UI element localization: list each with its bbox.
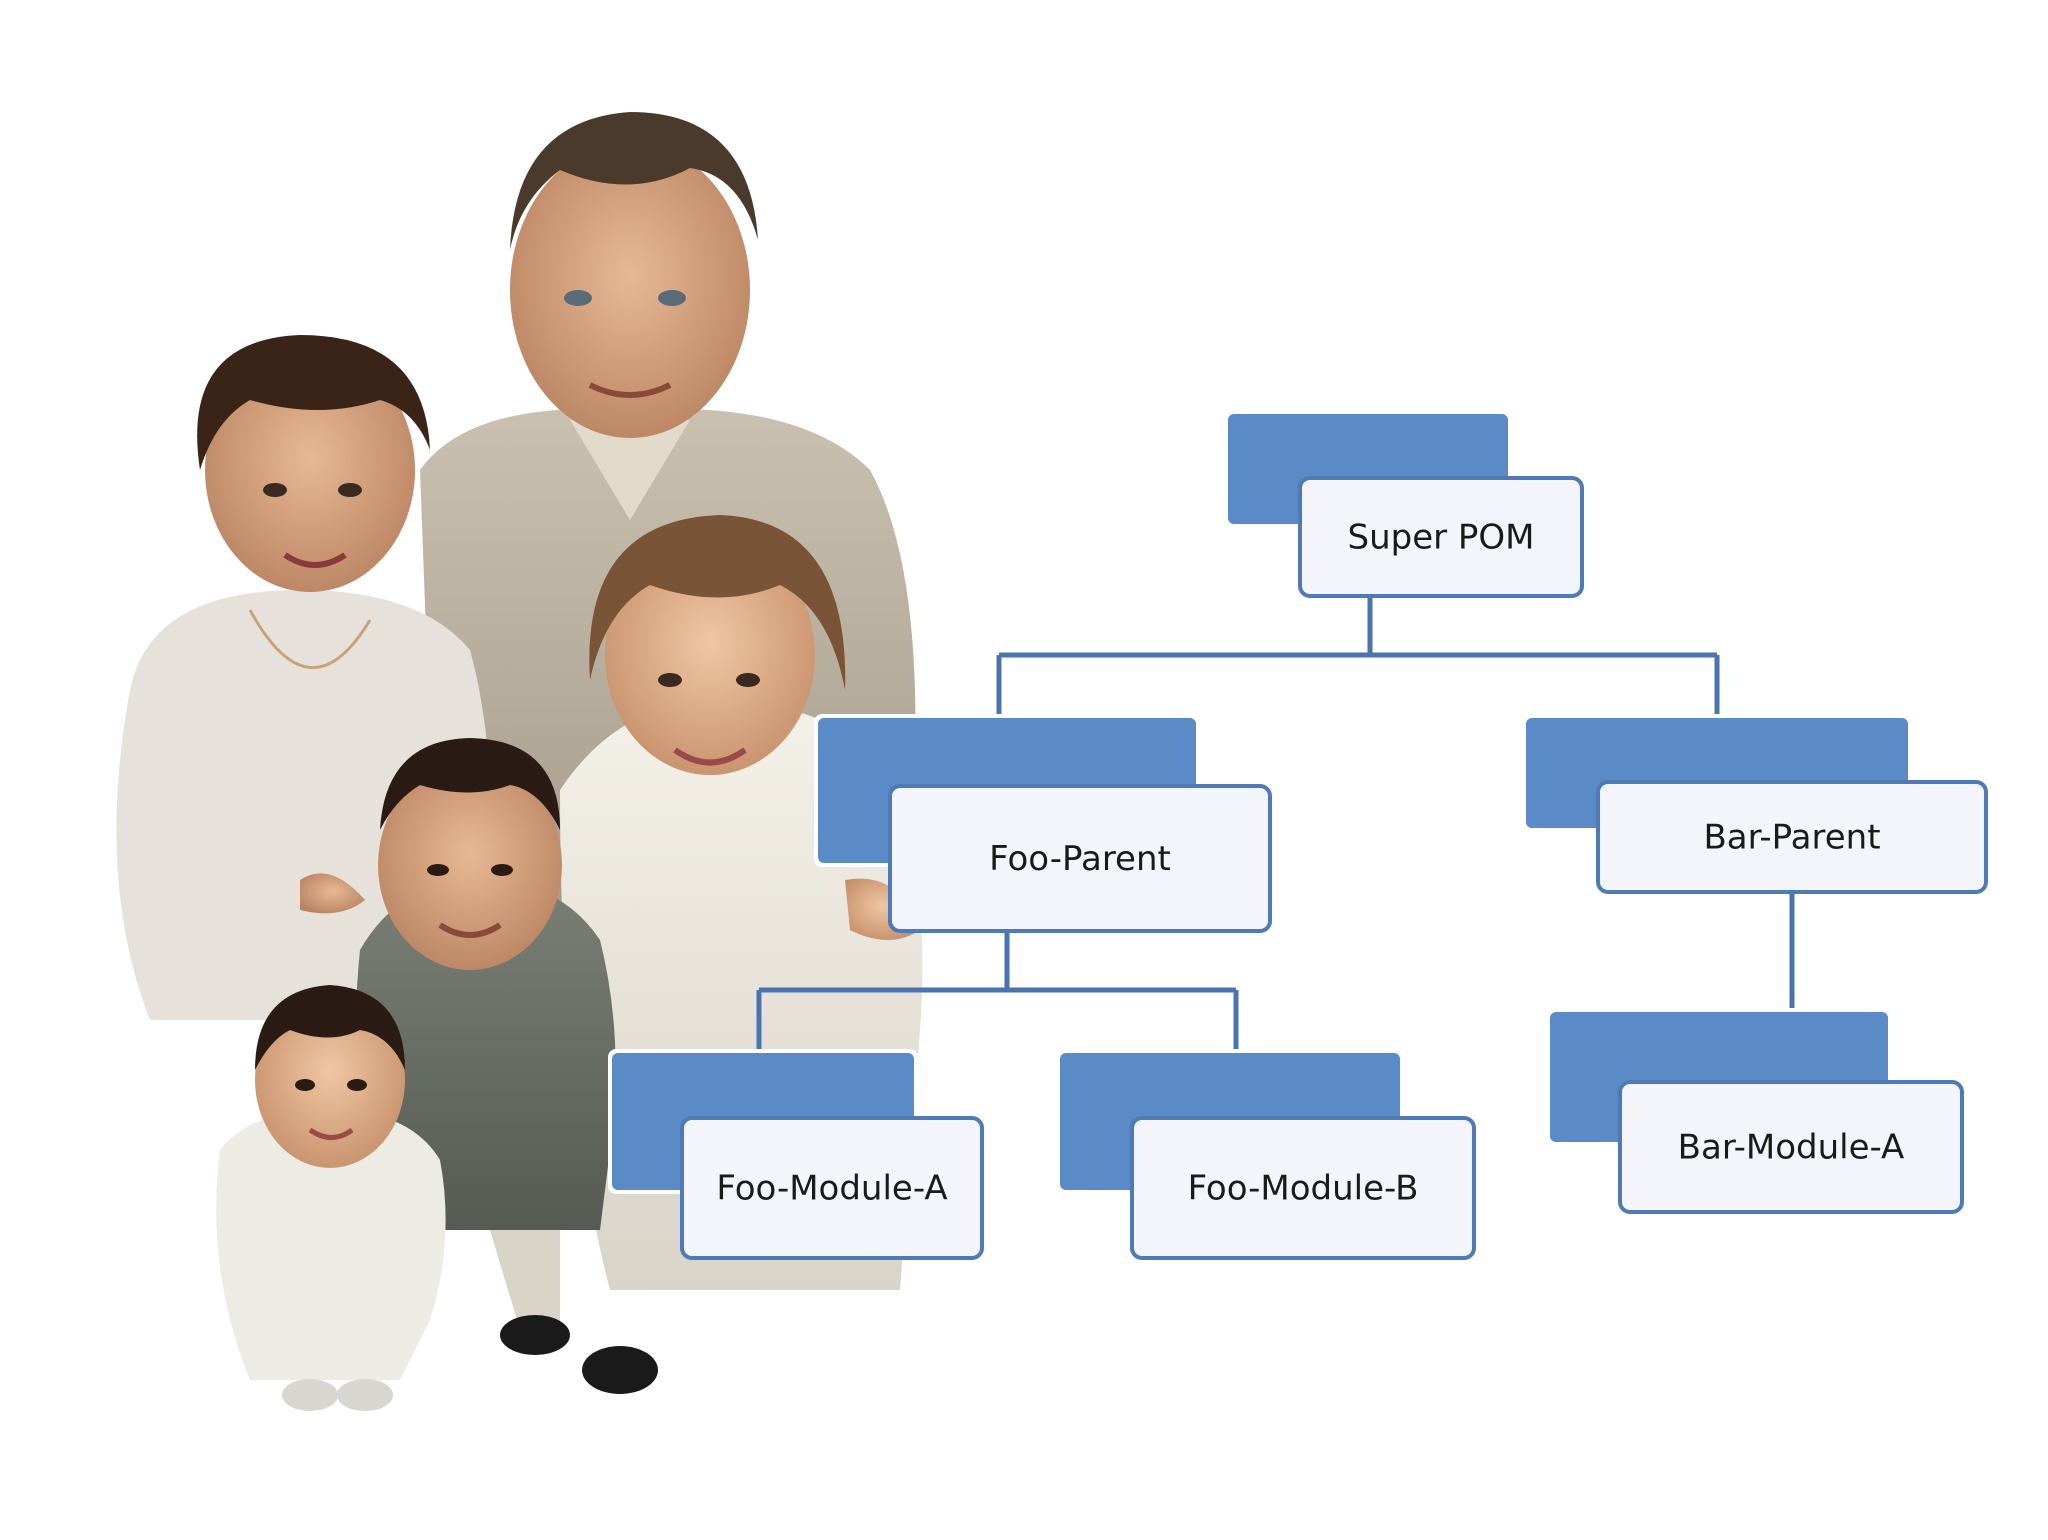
shoe	[582, 1346, 658, 1394]
node-card	[1298, 476, 1584, 598]
diagram-nodes: Super POM Foo-Parent Bar-ParentFoo-Module-…	[608, 410, 1988, 1260]
node-card	[1130, 1116, 1476, 1260]
node-bar-module-a[interactable]: Bar-Module-A	[1546, 1008, 1964, 1214]
node-label: Super POM	[1347, 518, 1534, 558]
node-bar-parent[interactable]: Bar-Parent	[1522, 714, 1988, 894]
node-card	[1618, 1080, 1964, 1214]
node-label: Foo-Parent	[989, 839, 1171, 879]
node-card	[888, 784, 1272, 933]
little-girl-figure	[216, 985, 446, 1411]
node-label: Foo-Module-A	[716, 1169, 947, 1209]
node-label: Foo-Module-B	[1188, 1169, 1419, 1209]
node-foo-module-b[interactable]: Foo-Module-B	[1056, 1049, 1476, 1260]
node-foo-module-a[interactable]: Foo-Module-A	[608, 1049, 984, 1260]
node-label: Bar-Module-A	[1678, 1128, 1905, 1168]
node-label: Bar-Parent	[1703, 818, 1880, 858]
node-foo-parent[interactable]: Foo-Parent	[814, 714, 1272, 933]
node-card	[680, 1116, 984, 1260]
node-super-pom[interactable]: Super POM	[1224, 410, 1584, 598]
connectors	[756, 596, 1795, 1053]
node-card	[1596, 780, 1988, 894]
